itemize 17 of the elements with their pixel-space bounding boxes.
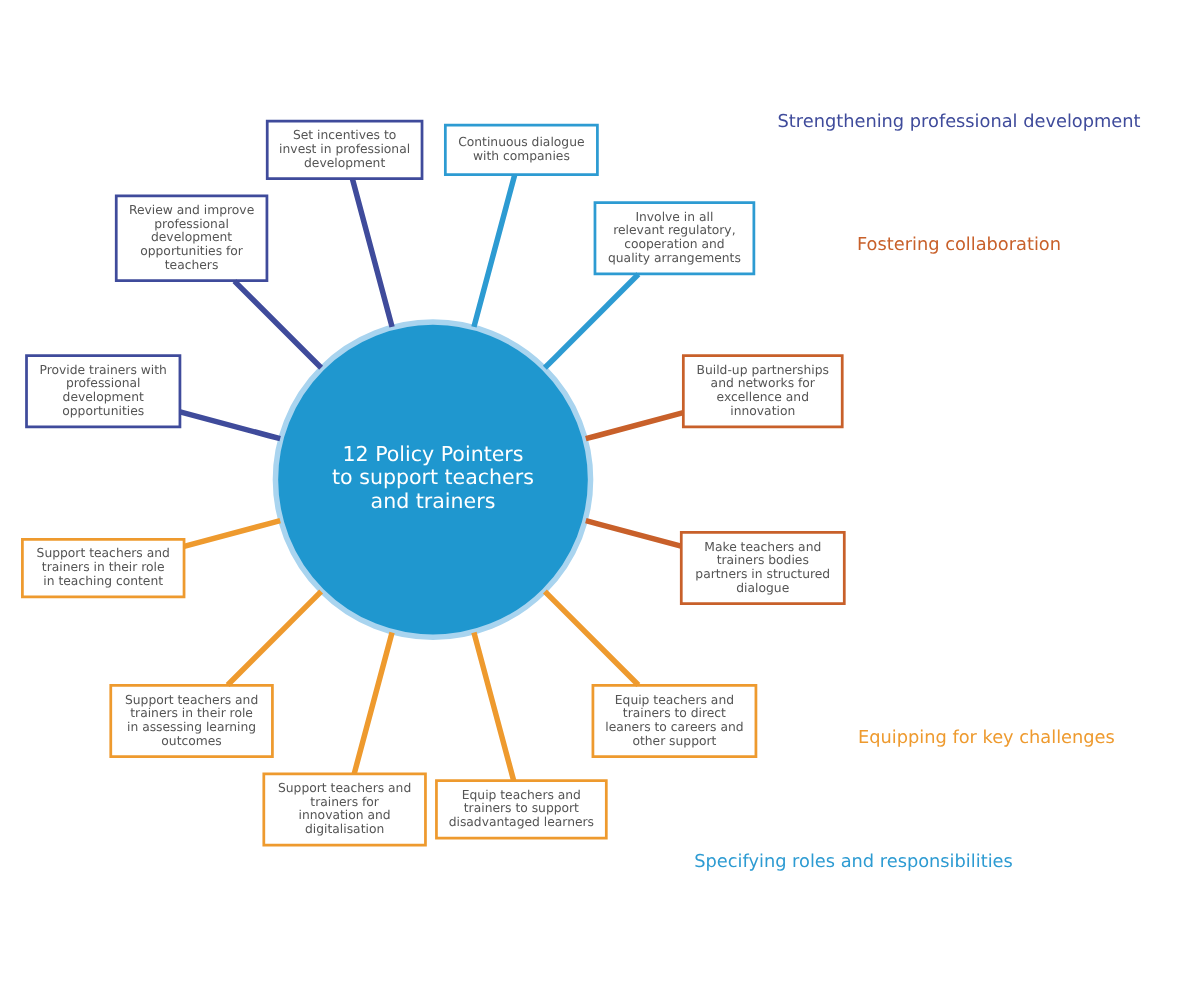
connector bbox=[542, 272, 641, 370]
connector bbox=[349, 178, 395, 328]
connector bbox=[183, 517, 281, 549]
label: Equipping for key challenges bbox=[857, 729, 1115, 750]
connector bbox=[225, 589, 324, 687]
label: Fostering collaboration bbox=[857, 236, 1062, 257]
connector bbox=[471, 173, 518, 328]
node-circle: 12 Policy Pointers to support teachers and trainers bbox=[272, 319, 594, 640]
connector bbox=[585, 409, 684, 442]
label: Strengthening professional development bbox=[777, 112, 1141, 133]
connector bbox=[179, 409, 281, 442]
connector bbox=[585, 517, 682, 549]
connector bbox=[232, 279, 324, 370]
label: Specifying roles and responsibilities bbox=[694, 852, 1013, 873]
connector bbox=[471, 631, 517, 782]
connector bbox=[351, 631, 395, 775]
connector bbox=[542, 589, 641, 687]
